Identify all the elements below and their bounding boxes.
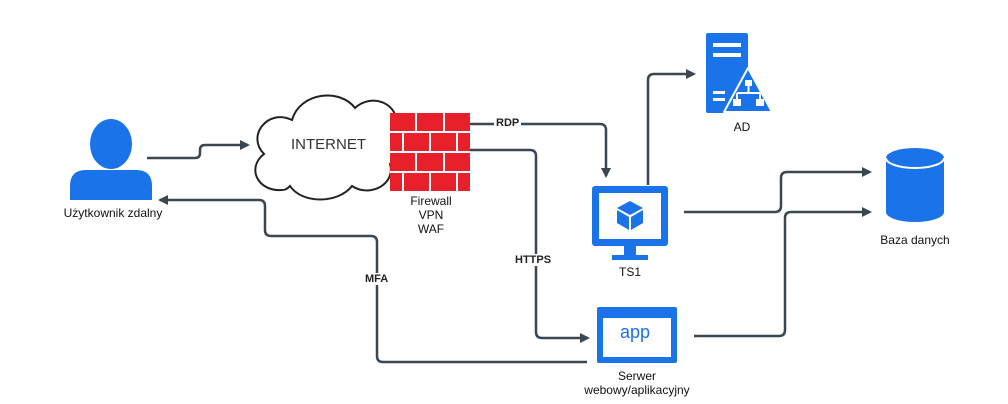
directory-server-icon [706, 33, 773, 113]
edge-firewall-webserver-https [470, 148, 590, 343]
edge-ts1-database [684, 167, 872, 214]
firewall-icon [390, 113, 470, 191]
edge-webserver-user-mfa [158, 195, 587, 364]
edge-webserver-database [694, 207, 872, 338]
user-icon [70, 119, 152, 200]
ad-label: AD [733, 120, 751, 134]
web-app-icon [597, 307, 677, 363]
ts1-label: TS1 [618, 265, 641, 279]
app-icon-text: app [620, 322, 651, 342]
firewall-label-line-1: Firewall [410, 194, 452, 208]
monitor-icon [592, 186, 668, 260]
edge-label-rdp: RDP [494, 117, 522, 129]
webserver-label-line-1: Serwer [617, 369, 656, 383]
database-icon [885, 148, 945, 222]
edge-label-mfa: MFA [363, 273, 391, 285]
internet-label: INTERNET [291, 136, 366, 153]
firewall-label-line-3: WAF [417, 222, 445, 236]
database-label: Baza danych [880, 233, 950, 247]
webserver-label-line-2: webowy/aplikacyjny [584, 383, 690, 397]
user-label: Użytkownik zdalny [63, 206, 163, 220]
edge-user-internet [147, 140, 250, 160]
edge-label-https: HTTPS [513, 254, 554, 266]
edge-firewall-ts1-rdp [470, 122, 611, 178]
edge-ts1-ad [646, 69, 696, 185]
firewall-label-line-2: VPN [418, 208, 444, 222]
